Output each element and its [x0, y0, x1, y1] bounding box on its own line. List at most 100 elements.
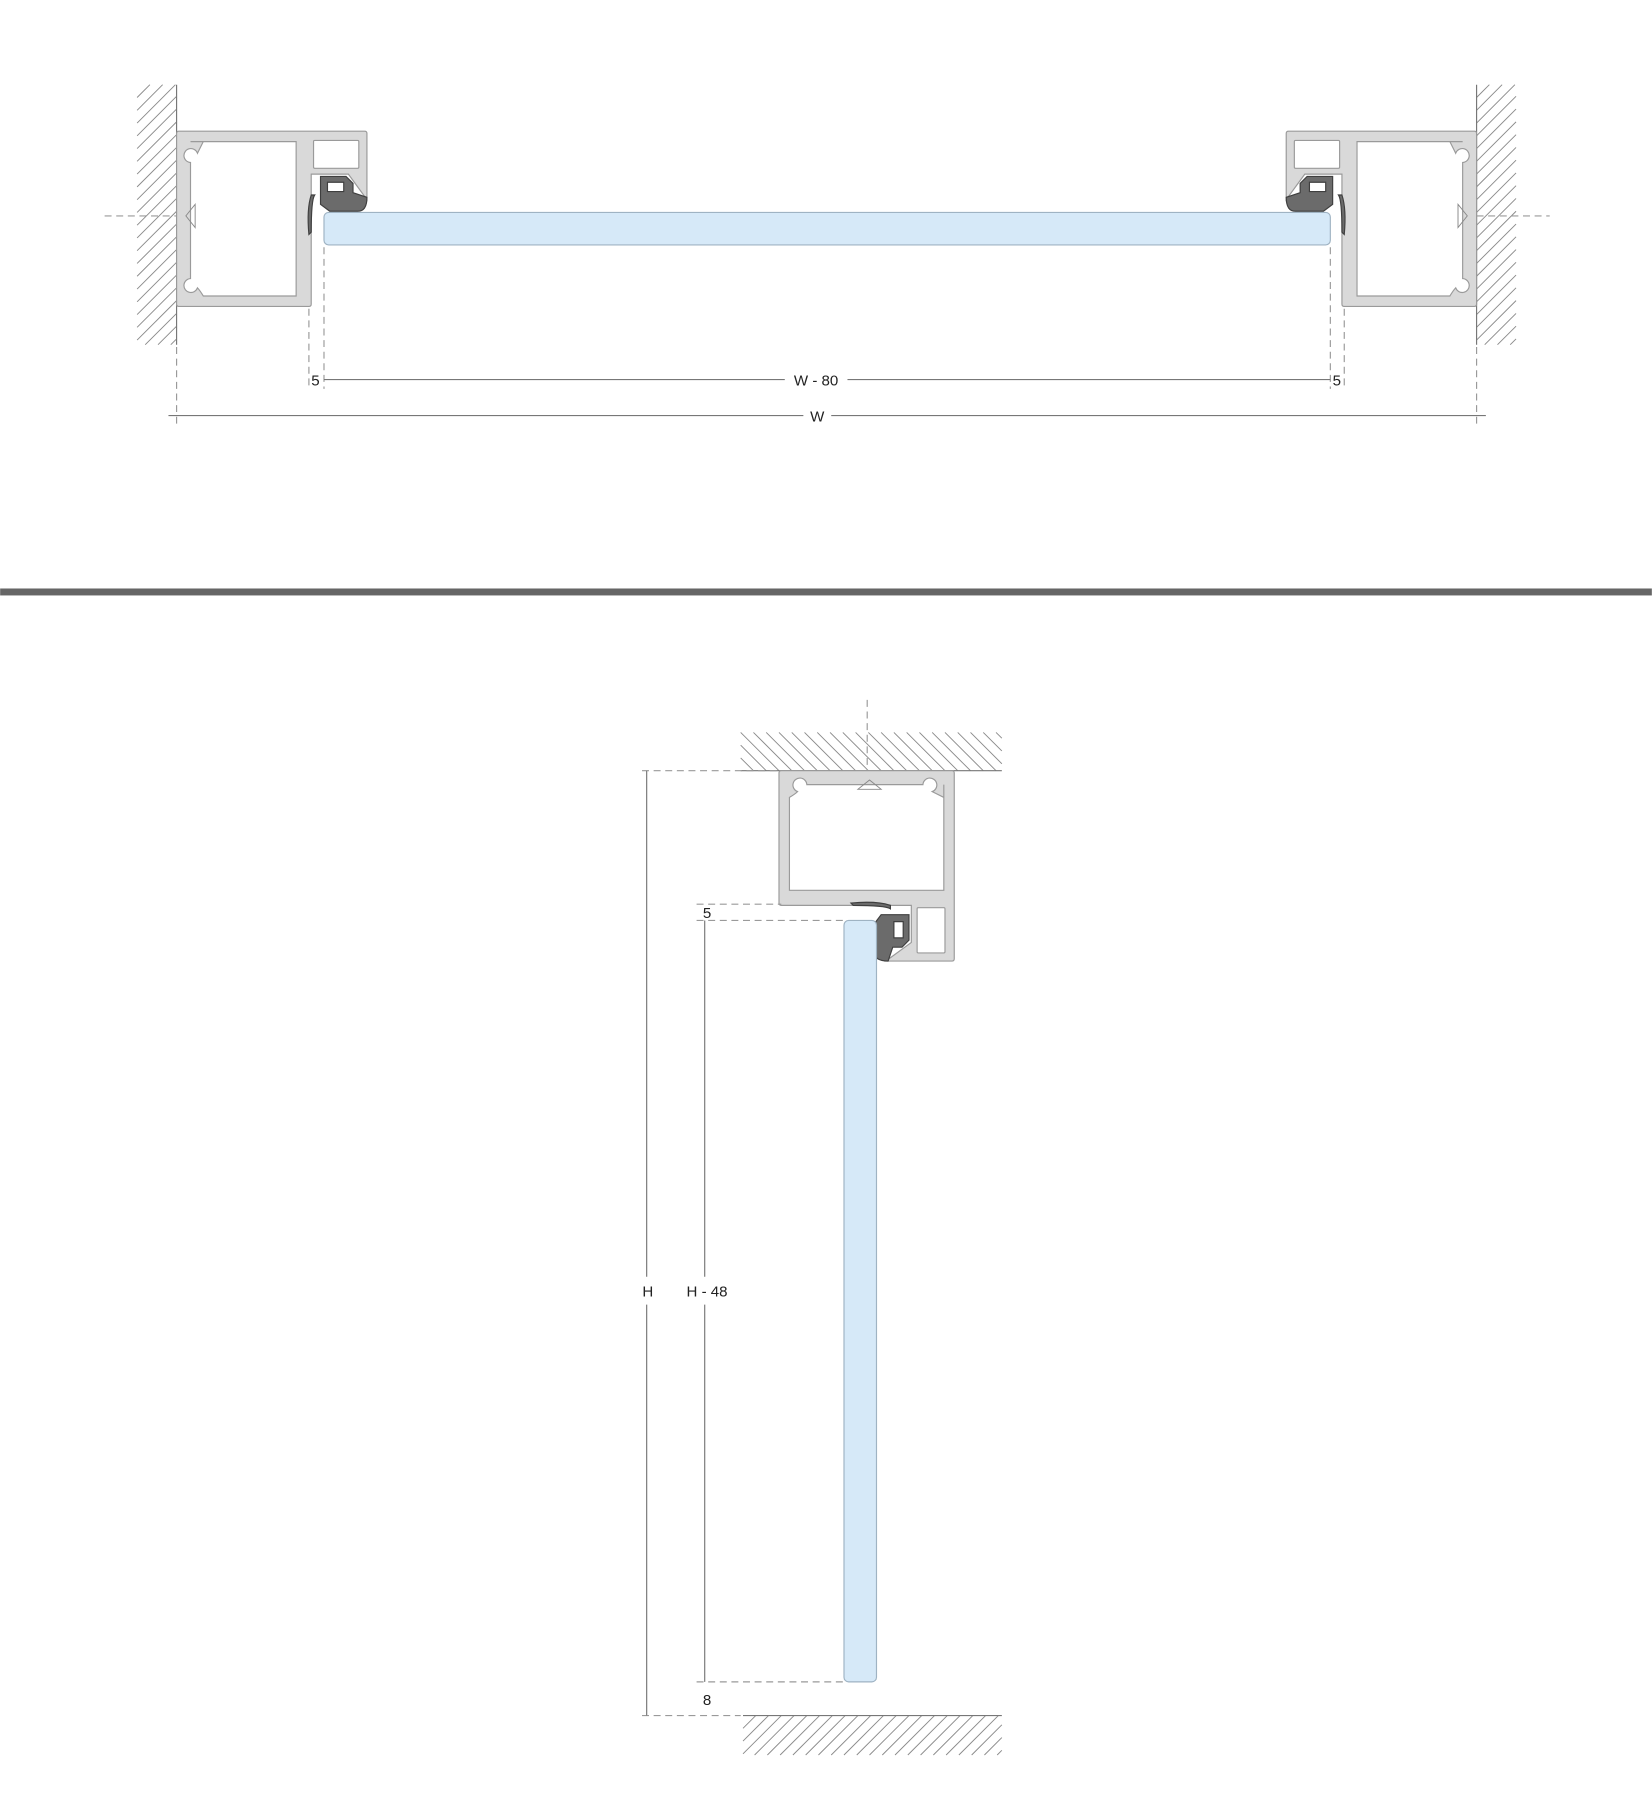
- hatch-line: [957, 732, 997, 772]
- hatch-line: [1476, 84, 1503, 111]
- hatch-line: [742, 1715, 769, 1742]
- glass-panel-section: [843, 919, 878, 1683]
- glass-panel-plan: [323, 211, 1331, 246]
- dim-overall-width: W: [810, 408, 825, 425]
- hatch-line: [136, 223, 177, 264]
- dim-glass-height: H - 48: [686, 1284, 727, 1301]
- dim-left-gap: 5: [311, 372, 319, 389]
- hatch-line: [136, 300, 177, 341]
- hatch-line: [170, 338, 177, 346]
- dim-right-gap: 5: [1333, 372, 1341, 389]
- hatch-line: [1476, 84, 1490, 98]
- hatch-line: [945, 1715, 986, 1756]
- hatch-line: [136, 249, 177, 290]
- hatch-line: [1476, 84, 1516, 124]
- hatch-line: [144, 313, 177, 346]
- hatch-line: [931, 732, 971, 772]
- hatch-line: [970, 732, 1003, 765]
- hatch-line: [944, 732, 984, 772]
- hatch-line: [740, 732, 780, 772]
- hatch-line: [753, 732, 793, 772]
- dim-top-gap: 5: [703, 905, 711, 922]
- section-divider: [0, 588, 1652, 596]
- hatch-line: [856, 1715, 897, 1756]
- hatch-line: [933, 1715, 974, 1756]
- hatch-line: [136, 96, 177, 137]
- hatch-line: [984, 1737, 1003, 1756]
- hatch-line: [742, 1715, 782, 1755]
- hatch-line: [855, 732, 895, 772]
- hatch-line: [136, 185, 177, 226]
- hatch-line: [791, 732, 831, 772]
- hatch-line: [136, 236, 177, 277]
- section-view: H H - 48 5 8: [642, 699, 1003, 1756]
- hatch-line: [971, 1724, 1003, 1756]
- hatch-line: [792, 1715, 833, 1756]
- hatch-line: [767, 1715, 808, 1756]
- hatch-line: [1509, 338, 1517, 346]
- hatch-line: [1476, 185, 1517, 226]
- hatch-line: [1476, 210, 1517, 252]
- hatch-line: [136, 84, 176, 124]
- hatch-line: [136, 121, 177, 162]
- hatch-line: [1476, 287, 1517, 328]
- hatch-line: [1476, 159, 1517, 200]
- hatch-line: [881, 1715, 923, 1756]
- hatch-line: [136, 108, 177, 149]
- hatch-line: [1476, 134, 1517, 175]
- hatch-line: [740, 757, 754, 772]
- plan-view: 5 W - 80 5 W: [104, 84, 1550, 425]
- hatch-line: [907, 1715, 948, 1756]
- hatch-line: [906, 732, 946, 772]
- hatch-line: [982, 732, 1003, 752]
- dim-glass-width: W - 80: [794, 372, 838, 389]
- hatch-line: [157, 325, 177, 346]
- hatch-line: [995, 732, 1003, 739]
- hatch-line: [919, 732, 959, 772]
- hatch-line: [742, 1715, 757, 1729]
- hatch-line: [1476, 108, 1517, 149]
- hatch-line: [842, 732, 882, 772]
- hatch-line: [779, 1715, 820, 1756]
- hatch-line: [765, 732, 805, 772]
- floor-hatch: [742, 1715, 1003, 1756]
- dim-overall-height: H: [642, 1284, 653, 1301]
- hatch-line: [136, 84, 151, 98]
- left-wall-hatch: [136, 84, 177, 346]
- hatch-line: [1476, 236, 1517, 277]
- hatch-line: [1476, 274, 1517, 315]
- hatch-line: [1476, 261, 1517, 303]
- hatch-line: [1476, 223, 1517, 264]
- hatch-line: [1497, 325, 1517, 346]
- ceiling-hatch: [740, 732, 1003, 772]
- hatch-line: [1484, 313, 1517, 346]
- hatch-line: [996, 1750, 1003, 1756]
- hatch-line: [136, 172, 177, 213]
- hatch-line: [816, 732, 856, 772]
- hatch-line: [136, 261, 177, 303]
- hatch-line: [136, 274, 177, 315]
- hatch-line: [868, 732, 907, 772]
- hatch-line: [136, 198, 177, 239]
- hatch-line: [1476, 121, 1517, 162]
- hatch-line: [1476, 96, 1517, 137]
- hatch-line: [740, 744, 767, 772]
- hatch-line: [1476, 198, 1517, 239]
- hatch-line: [136, 147, 177, 188]
- hatch-line: [920, 1715, 961, 1756]
- hatch-line: [804, 732, 844, 772]
- hatch-line: [958, 1715, 999, 1756]
- hatch-line: [880, 732, 920, 772]
- hatch-line: [830, 1715, 872, 1756]
- hatch-line: [894, 1715, 935, 1756]
- hatch-line: [1476, 147, 1517, 188]
- hatch-line: [1476, 249, 1517, 290]
- hatch-line: [754, 1715, 795, 1756]
- hatch-line: [136, 159, 177, 200]
- hatch-line: [1476, 300, 1517, 341]
- hatch-line: [136, 210, 177, 252]
- hatch-line: [869, 1715, 910, 1756]
- right-wall-hatch: [1476, 84, 1517, 346]
- hatch-line: [893, 732, 933, 772]
